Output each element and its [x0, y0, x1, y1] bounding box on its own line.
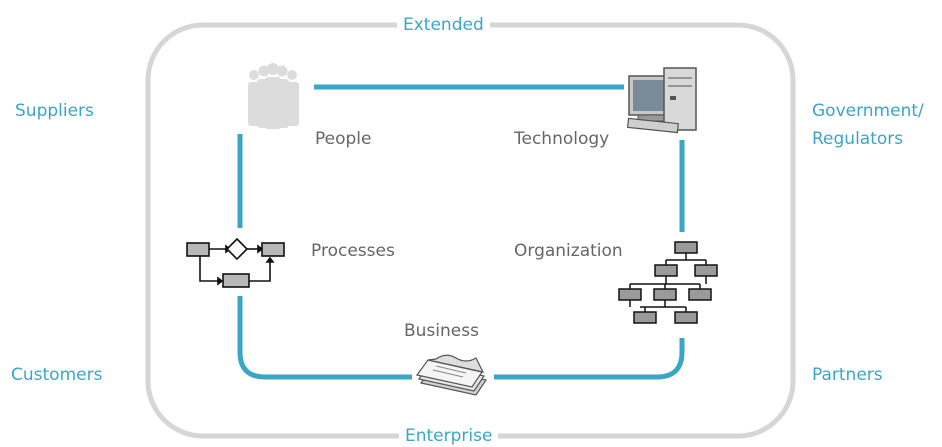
org-chart-icon: [618, 241, 718, 324]
processes-business-line: [237, 296, 412, 380]
label-processes: Processes: [311, 241, 395, 261]
frame-label-extended: Extended: [397, 14, 490, 36]
people-group-icon: [248, 63, 299, 129]
label-suppliers: Suppliers: [15, 101, 94, 121]
label-technology: Technology: [514, 129, 610, 149]
frame-label-enterprise: Enterprise: [399, 425, 499, 447]
label-government-regulators-line1: Government/: [812, 101, 924, 121]
label-government-regulators-line2: Regulators: [812, 129, 904, 149]
organization-business-line: [494, 338, 685, 380]
document-stack-icon: [415, 354, 487, 396]
label-partners: Partners: [812, 365, 883, 385]
computer-icon: [626, 67, 697, 134]
connector-lines: [237, 84, 685, 380]
label-people: People: [315, 129, 372, 149]
label-customers: Customers: [11, 365, 103, 385]
process-flow-icon: [186, 237, 285, 288]
label-business: Business: [404, 321, 479, 341]
label-organization: Organization: [514, 241, 623, 261]
